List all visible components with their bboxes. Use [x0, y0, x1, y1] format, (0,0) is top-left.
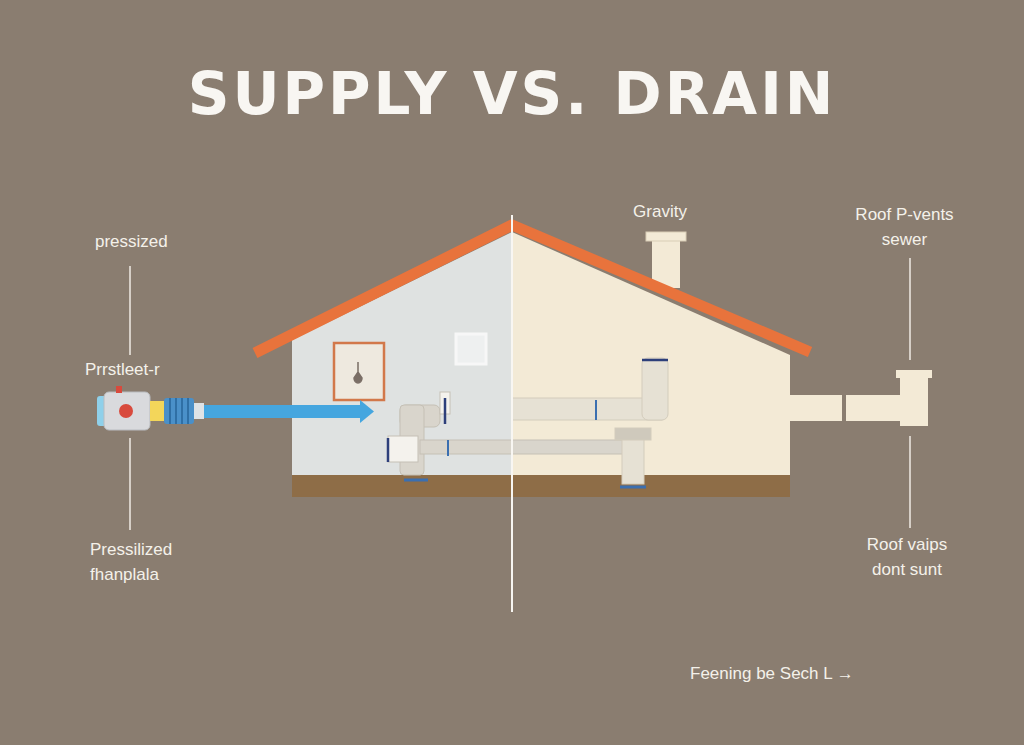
window [456, 334, 486, 364]
annotation-label: Roof P-vents sewer [842, 203, 967, 252]
valve-coupling [150, 401, 164, 421]
leader-line [909, 258, 911, 360]
annotation-label: Roof vaips dont sunt [852, 533, 962, 582]
divider-line [511, 215, 513, 612]
cleanout-cap [896, 370, 932, 378]
valve-handle [116, 386, 122, 393]
hose-end [194, 403, 204, 419]
flex-hose [164, 398, 194, 424]
annotation-label: Feening be Sech L → [690, 662, 930, 687]
drain-pipe [512, 398, 662, 420]
chimney-cap [646, 232, 686, 241]
faucet-drop [354, 362, 362, 383]
leader-line [129, 266, 131, 355]
annotation-label: pressized [95, 230, 255, 255]
valve-body [104, 392, 150, 430]
valve-knob [119, 404, 133, 418]
annotation-label: Gravity [600, 200, 720, 225]
sewer-pipe [790, 395, 842, 421]
drain-elbow [642, 358, 668, 420]
diagram-title: SUPPLY VS. DRAIN [0, 60, 1024, 128]
faucet-panel [334, 343, 384, 400]
supply-pipe [204, 405, 362, 418]
leader-line [129, 438, 131, 530]
supply-arrowhead [360, 400, 374, 423]
ground-strip [292, 475, 790, 497]
cleanout [900, 376, 928, 426]
annotation-label: Prrstleet-r [85, 358, 245, 383]
roof [255, 225, 810, 353]
annotation-label: Pressilized fhanplala [90, 538, 205, 587]
leader-line [909, 436, 911, 528]
horizontal-pipe [420, 440, 630, 454]
sewer-pipe [846, 395, 902, 421]
drain-stack [622, 436, 644, 484]
